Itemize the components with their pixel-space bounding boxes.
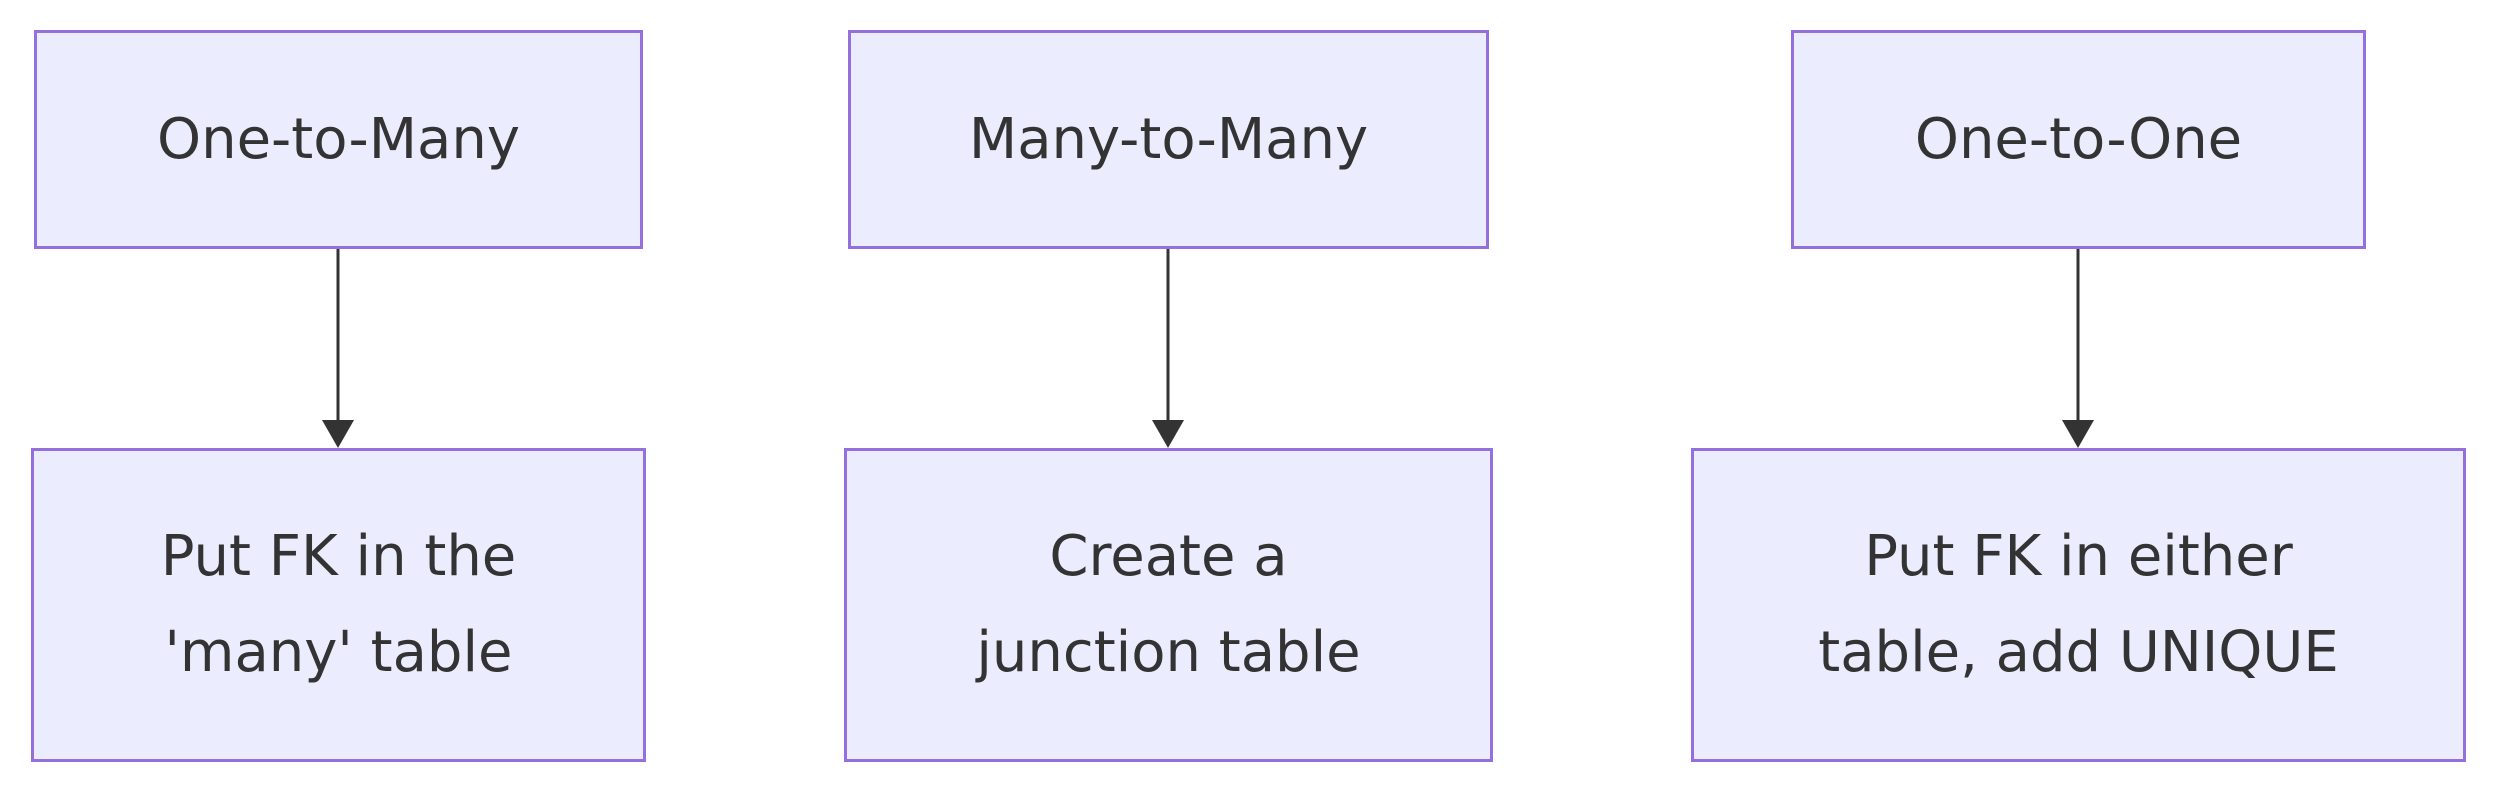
node-fk-either-table-unique: Put FK in either table, add UNIQUE (1691, 448, 2466, 762)
arrowhead-icon (322, 420, 354, 448)
node-label: Put FK in the 'many' table (160, 524, 517, 685)
edge-one-to-many (322, 249, 354, 448)
edge-many-to-many (1152, 249, 1184, 448)
node-create-junction-table: Create a junction table (844, 448, 1493, 762)
node-label: Create a junction table (976, 524, 1361, 685)
node-label: Put FK in either table, add UNIQUE (1818, 524, 2339, 685)
node-label: One-to-One (1914, 106, 2243, 172)
node-fk-in-many-table: Put FK in the 'many' table (31, 448, 646, 762)
node-label: One-to-Many (157, 106, 520, 172)
arrowhead-icon (2062, 420, 2094, 448)
arrowhead-icon (1152, 420, 1184, 448)
node-one-to-one: One-to-One (1791, 30, 2366, 249)
edge-one-to-one (2062, 249, 2094, 448)
node-one-to-many: One-to-Many (34, 30, 643, 249)
node-many-to-many: Many-to-Many (848, 30, 1489, 249)
node-label: Many-to-Many (968, 106, 1369, 172)
